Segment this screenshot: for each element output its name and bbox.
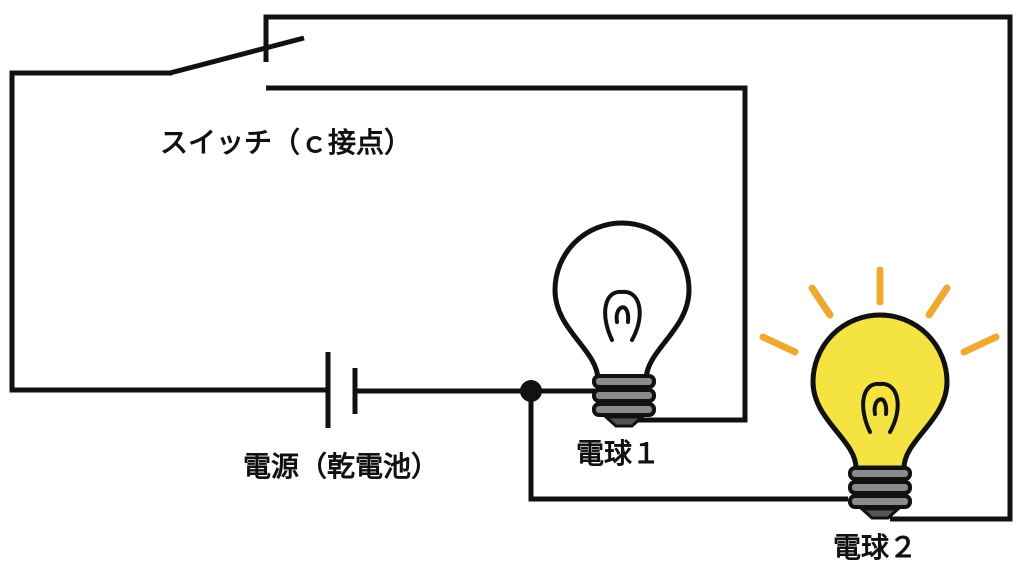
bulb1-glass [552, 220, 692, 383]
switch-label: スイッチ（ｃ接点） [160, 126, 412, 159]
bulb1-base-tip [602, 415, 646, 428]
bulb2-base-ring3 [848, 494, 912, 509]
switch-lever [169, 35, 305, 76]
wire-switch-to-bulb1 [266, 85, 748, 423]
bulb1-filament-inner [614, 305, 631, 324]
bulb2-base-ring1 [848, 466, 912, 481]
bulb1-base-ring2 [592, 388, 656, 403]
bulb2-glass [810, 312, 950, 471]
bulb2-icon [810, 312, 950, 520]
bulb2-base-tip [858, 507, 902, 520]
bulb2-filament [861, 381, 900, 434]
wire-battery-to-switch-common [9, 70, 328, 393]
bulb2-label: 電球２ [833, 531, 917, 564]
bulb2-filament-inner [872, 397, 889, 416]
junction-node [520, 380, 542, 402]
bulb2-glow-rays [759, 266, 1000, 356]
bulb1-base-ring1 [592, 374, 656, 389]
bulb1-label: 電球１ [576, 437, 660, 470]
bulb1-icon [552, 220, 692, 428]
bulb1-base-ring3 [592, 402, 656, 417]
bulb1-filament [603, 289, 642, 342]
wire-switch-to-bulb2 [263, 14, 1013, 522]
bulb2-base-ring2 [848, 480, 912, 495]
wire-junction-to-bulb2 [528, 391, 848, 502]
power-source-label: 電源（乾電池） [243, 450, 439, 483]
